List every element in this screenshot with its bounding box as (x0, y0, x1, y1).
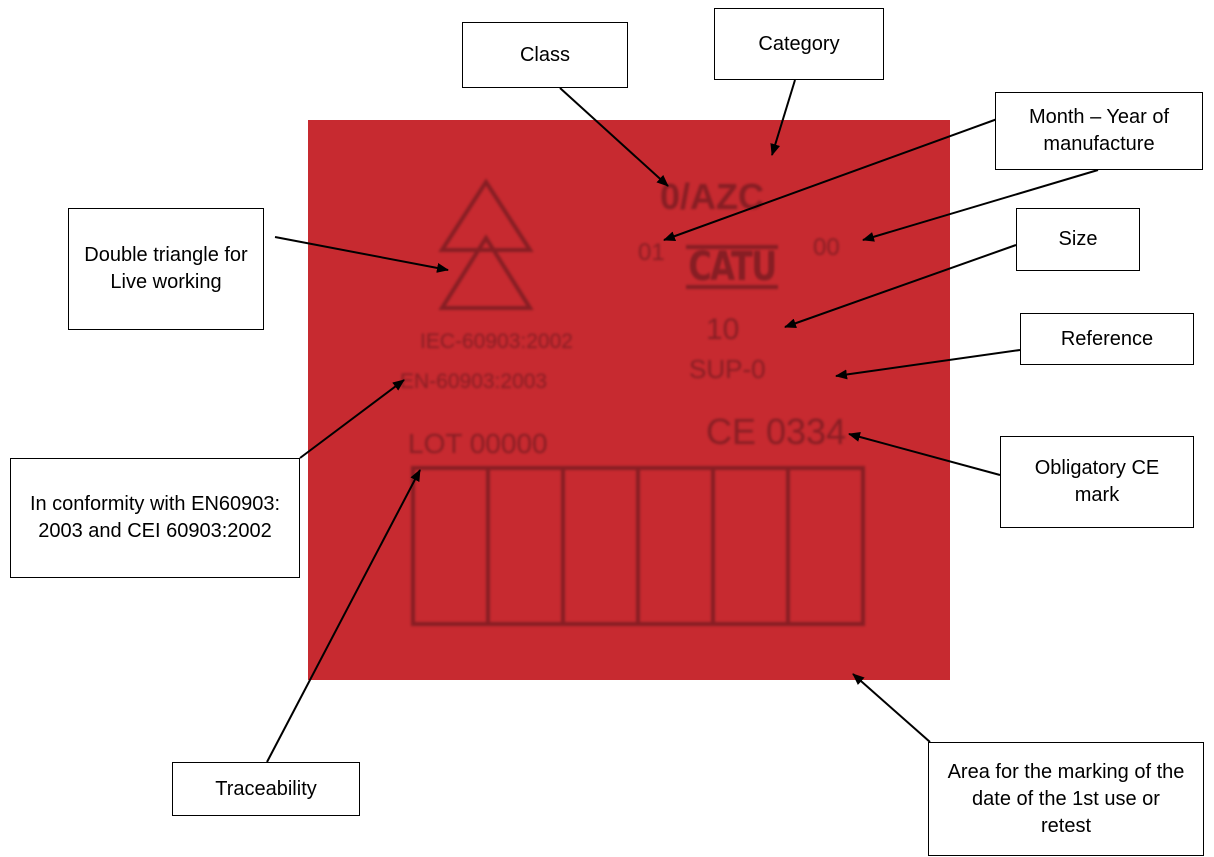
brand-logo: CATU (686, 245, 778, 289)
size-value: 10 (706, 313, 740, 346)
arrow-conformity (299, 379, 405, 459)
callout-conformity: In conformity with EN60903: 2003 and CEI… (10, 458, 300, 578)
callout-class: Class (462, 22, 628, 88)
callout-marking-area: Area for the marking of the date of the … (928, 742, 1204, 856)
lot-number: LOT 00000 (408, 428, 548, 459)
callout-ce-mark: Obligatory CE mark (1000, 436, 1194, 528)
month-of-manufacture: 01 (638, 239, 665, 266)
arrow-double-triangle (274, 236, 449, 273)
marking-grid (411, 466, 865, 626)
reference-value: SUP-0 (689, 354, 766, 384)
arrow-category (770, 79, 796, 156)
ce-mark: CE 0334 (706, 411, 847, 452)
en-standard: EN-60903:2003 (400, 370, 548, 393)
arrow-year (862, 169, 1099, 242)
marking-cell (715, 470, 790, 622)
callout-double-triangle: Double triangle for Live working (68, 208, 264, 330)
year-of-manufacture: 00 (813, 234, 840, 261)
marking-cell (415, 470, 490, 622)
callout-month-year: Month – Year of manufacture (995, 92, 1203, 170)
marking-cell (565, 470, 640, 622)
marking-cell (640, 470, 715, 622)
callout-category: Category (714, 8, 884, 80)
arrow-month (663, 117, 1001, 241)
iec-standard: IEC-60903:2002 (420, 330, 573, 353)
double-triangle-icon (438, 178, 534, 310)
arrow-reference (835, 349, 1021, 380)
callout-traceability: Traceability (172, 762, 360, 816)
arrow-class (559, 87, 669, 187)
marking-cell (490, 470, 565, 622)
insulating-glove-label: 0/AZC 01 CATU 00 10 SUP-0 IEC-60903:2002… (308, 120, 950, 680)
arrow-ce-mark (848, 432, 1001, 476)
callout-reference: Reference (1020, 313, 1194, 365)
arrow-traceability (266, 469, 421, 763)
arrow-marking-area (852, 673, 931, 743)
arrow-size (784, 244, 1017, 329)
callout-size: Size (1016, 208, 1140, 271)
